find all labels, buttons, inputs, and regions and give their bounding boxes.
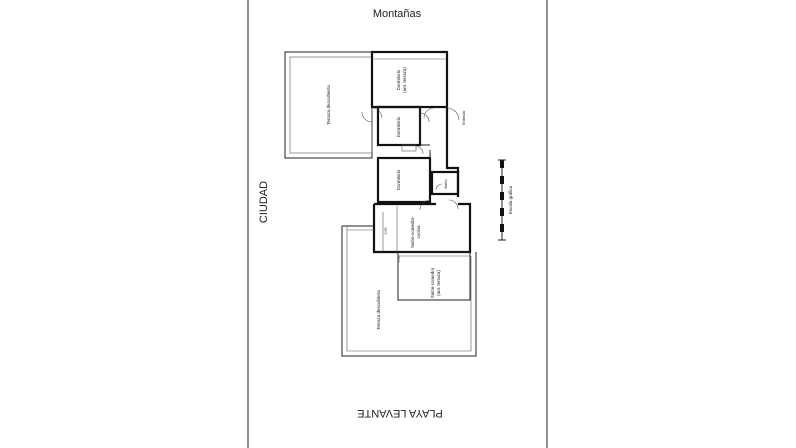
living-terrace-label-2: (ant. terraza) (436, 270, 441, 296)
bedroom-mid-label: Dormitorio (396, 116, 401, 137)
hall-wall (419, 107, 430, 146)
bedroom-top-label-2: (ant. terraza) (402, 67, 407, 93)
terrace-bottom (341, 225, 477, 357)
terrace-bottom-label: Terraza descubierta (376, 290, 381, 330)
door-arc-7 (448, 199, 459, 210)
door-arc-4 (423, 107, 435, 119)
living-label-2: cocina (416, 225, 421, 239)
hall-detail (401, 144, 417, 152)
door-arc-entrance (446, 107, 460, 121)
living-terrace-label-1: Salón-comedor (430, 267, 435, 298)
bathroom-label: Baño (443, 179, 448, 189)
bedroom-low-label: Dormitorio (396, 169, 401, 190)
door-arc-3 (419, 112, 430, 123)
bedroom-top-label-1: Dormitorio (396, 69, 401, 90)
living-room (372, 202, 472, 254)
living-label-1: Salón-comedor- (410, 215, 415, 248)
dimension-1: 2.90 (384, 228, 388, 235)
graphic-scale: Escala gráfica (498, 159, 513, 241)
door-arc-1 (371, 107, 383, 119)
west-label: CIUDAD (258, 181, 270, 223)
entrance-label: Entrada (461, 110, 466, 125)
door-arc-2 (361, 111, 373, 123)
door-arc-5 (414, 145, 424, 155)
bedroom-low (376, 156, 432, 204)
terrace-top-label: Terraza descubierta (326, 85, 331, 125)
north-label: Montañas (373, 8, 422, 20)
scale-label: Escala gráfica (508, 185, 513, 214)
living-terrace (397, 251, 471, 301)
bathroom (430, 170, 460, 196)
dimension-2: 1.00 (397, 256, 401, 263)
corridor-wall (445, 107, 460, 197)
south-label: PLAYA LEVANTE (357, 407, 443, 419)
bedroom-top (370, 50, 449, 109)
